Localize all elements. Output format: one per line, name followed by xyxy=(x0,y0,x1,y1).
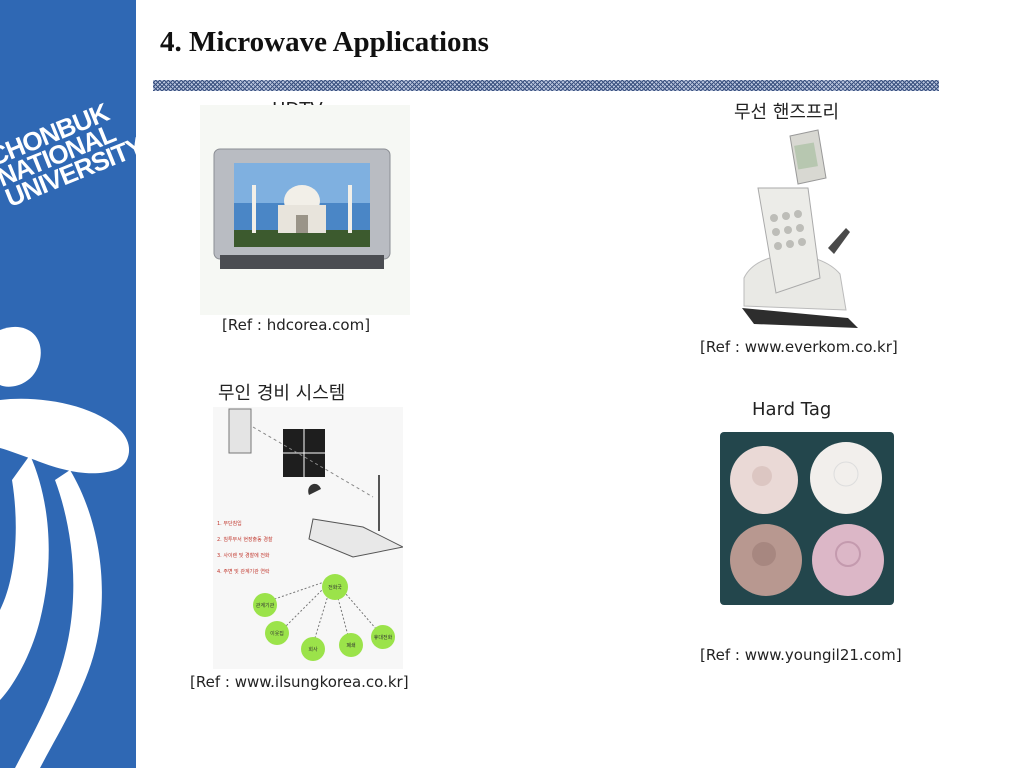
title-divider xyxy=(153,80,939,91)
security-node-text: 전화국 xyxy=(328,584,342,591)
security-step-text: 4. 주변 및 관계기관 연락 xyxy=(217,568,270,575)
security-node-text: 회사 xyxy=(308,646,318,653)
handsfree-label: 무선 핸즈프리 xyxy=(734,102,840,123)
security-system-label: 무인 경비 시스템 xyxy=(218,383,346,404)
hdtv-ref: [Ref : hdcorea.com] xyxy=(222,316,371,334)
handsfree-ref: [Ref : www.everkom.co.kr] xyxy=(700,338,898,356)
hdtv-image xyxy=(200,105,410,315)
security-ref: [Ref : www.ilsungkorea.co.kr] xyxy=(190,673,409,691)
security-system-diagram: 1. 무단침입 2. 침투부서 현장출동 경찰 3. 사이렌 및 경찰에 전화 … xyxy=(213,407,403,669)
security-step-text: 3. 사이렌 및 경찰에 전화 xyxy=(217,552,270,559)
security-node-text: 폐쇄 xyxy=(346,642,356,649)
security-node-text: 휴대전화 xyxy=(374,634,393,641)
security-step-text: 2. 침투부서 현장출동 경찰 xyxy=(217,536,273,543)
hard-tag-label: Hard Tag xyxy=(752,399,832,420)
security-node-text: 관계기관 xyxy=(256,602,275,609)
athlete-silhouette-logo xyxy=(0,326,130,768)
security-node-text: 이웃집 xyxy=(270,630,284,637)
handsfree-phone-image xyxy=(742,129,858,328)
slide-title: 4. Microwave Applications xyxy=(160,26,489,58)
sidebar-branding: CHONBUK NATIONAL UNIVERSITY xyxy=(0,0,136,768)
security-step-text: 1. 무단침입 xyxy=(217,520,242,527)
hard-tag-image xyxy=(720,432,894,605)
hard-tag-ref: [Ref : www.youngil21.com] xyxy=(700,646,902,664)
